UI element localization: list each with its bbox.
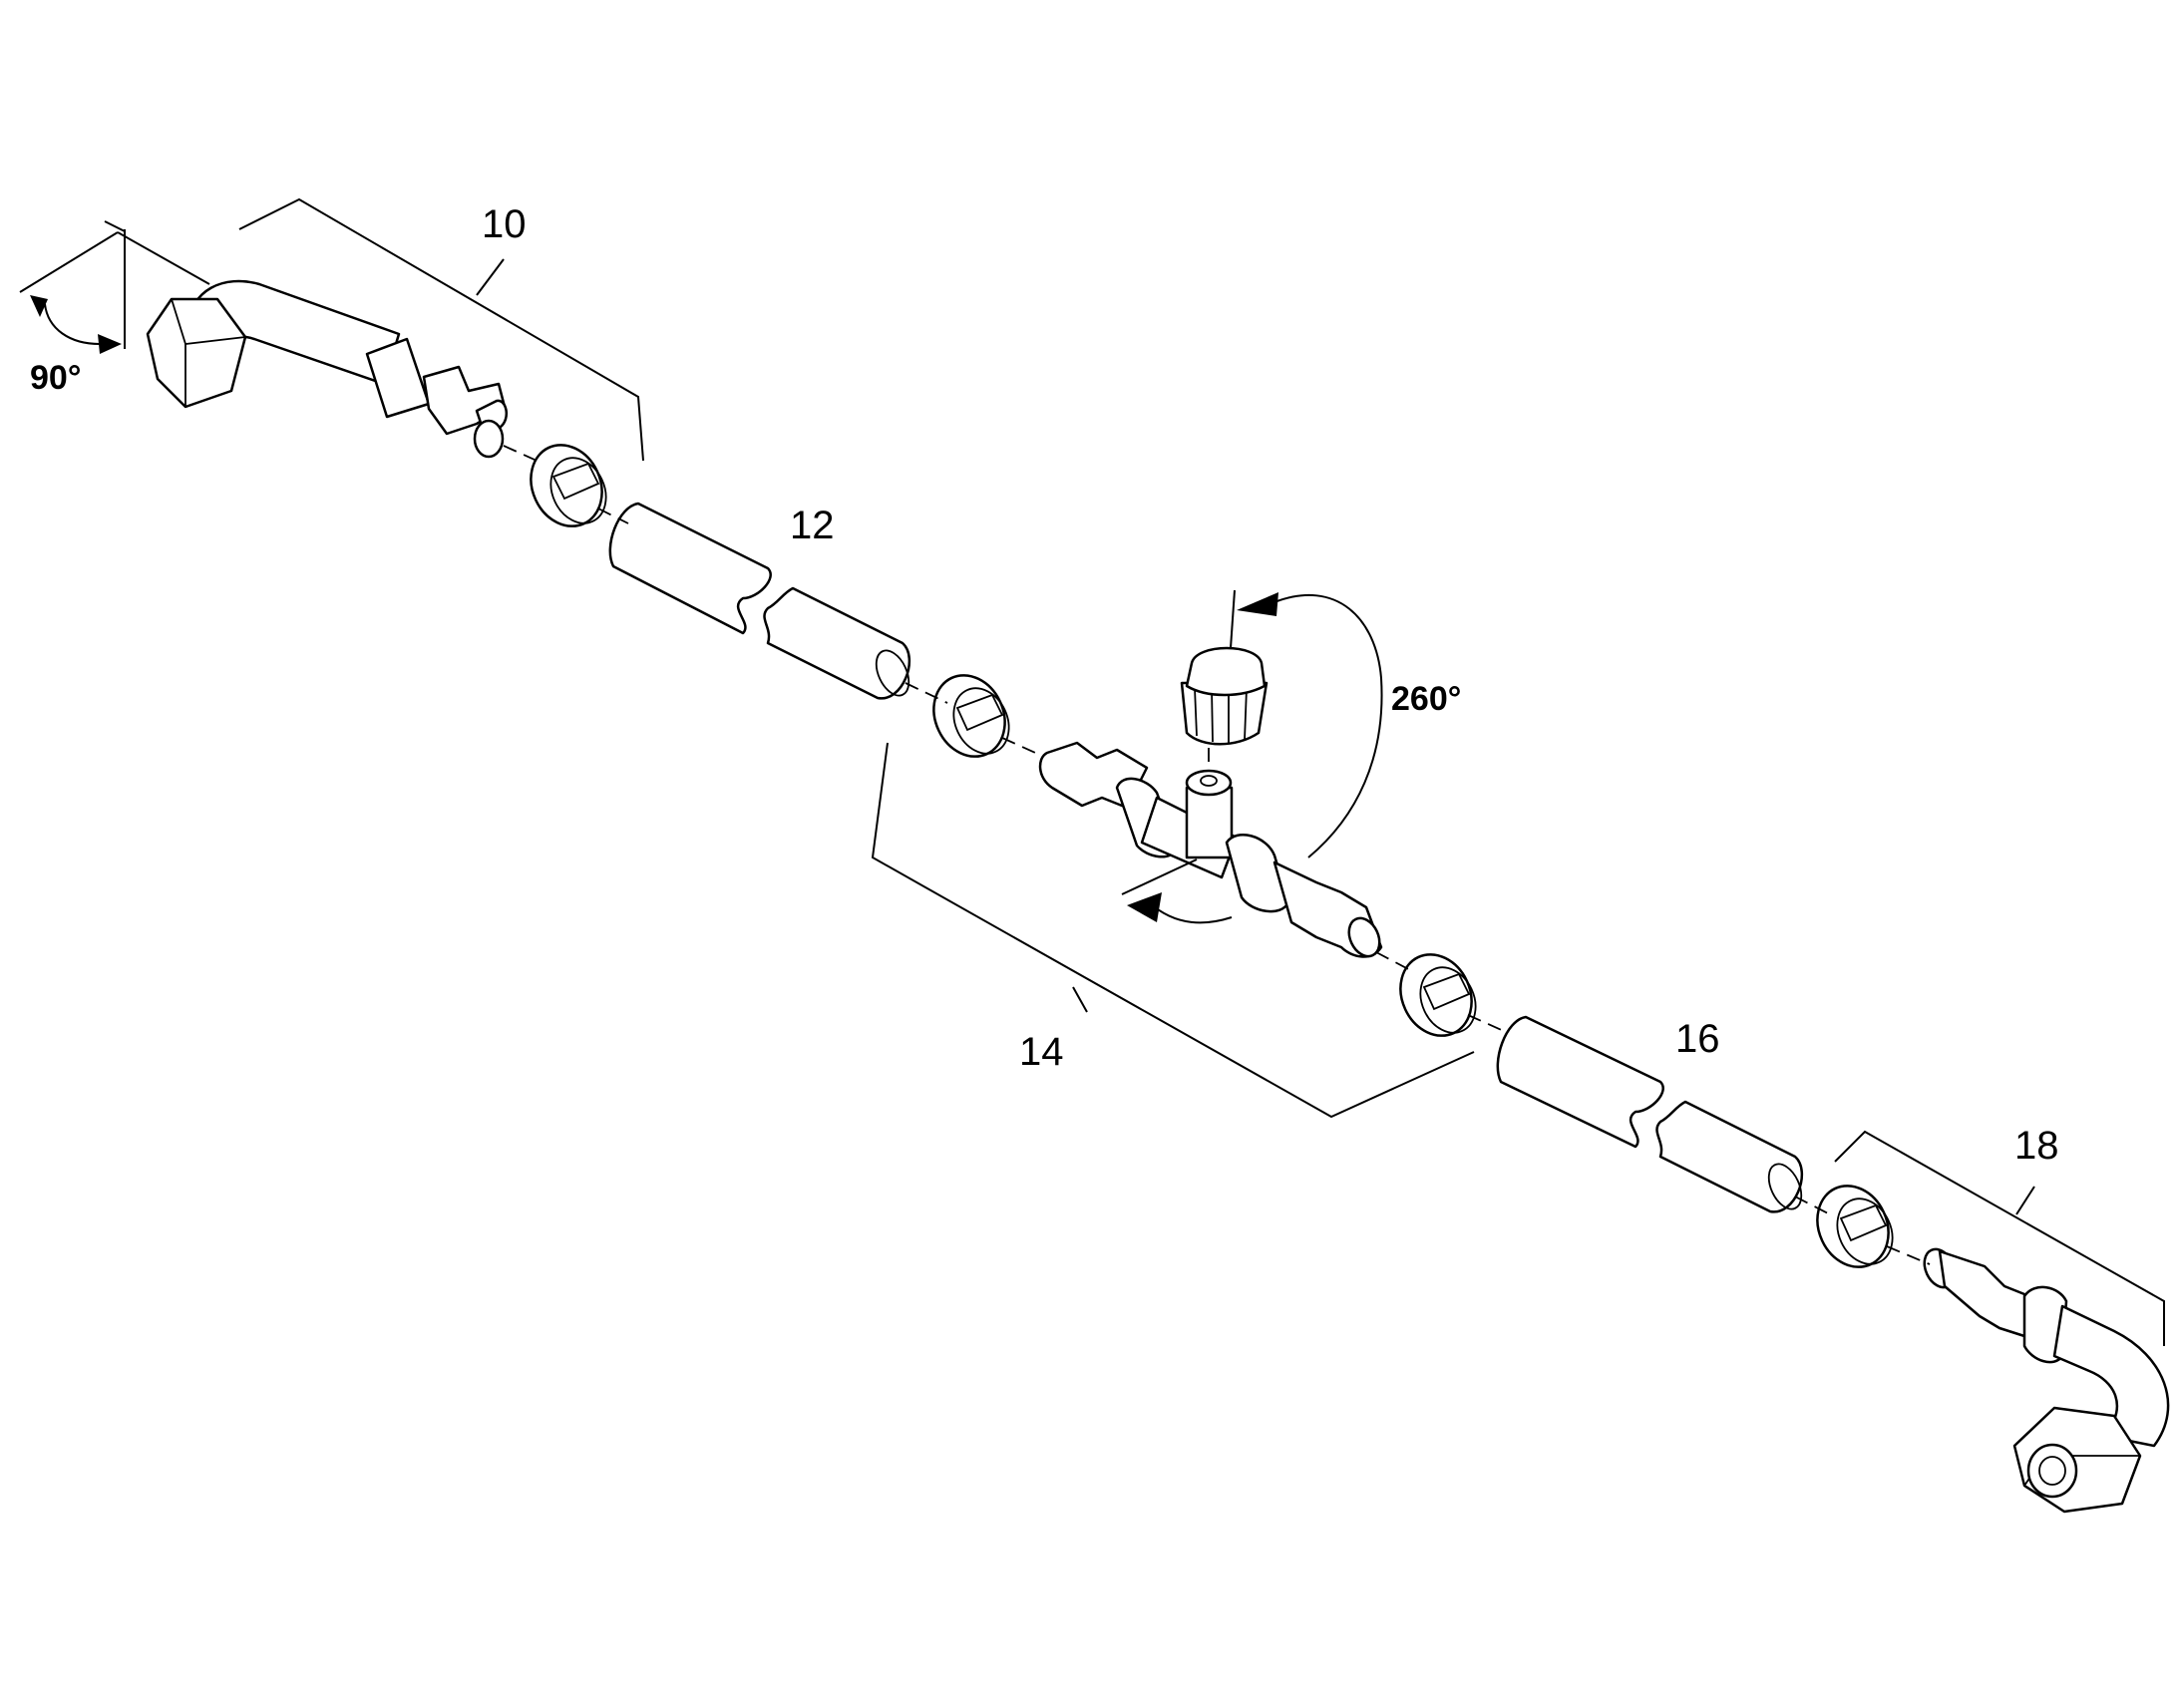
part-10-elbow-fitting	[146, 279, 509, 459]
label-part-14: 14	[1019, 1030, 1064, 1074]
part-14-tee-fitting	[1038, 741, 1383, 958]
rotation-indicator-260	[1121, 589, 1383, 924]
leader-part-18	[2015, 1186, 2035, 1215]
bracket-part-14	[871, 742, 1475, 1119]
centerline-5	[1375, 951, 1415, 973]
label-part-12: 12	[790, 504, 835, 547]
part-12-hose-segment	[608, 502, 911, 700]
centerline-7	[1794, 1196, 1831, 1215]
centerline-2	[597, 508, 629, 524]
centerline-3	[905, 682, 948, 704]
label-part-16: 16	[1675, 1017, 1720, 1061]
centerline-8	[1886, 1245, 1931, 1265]
valve-cap	[1180, 646, 1269, 746]
hose-clamp-1	[530, 444, 607, 527]
part-16-hose-segment	[1496, 1015, 1804, 1213]
label-angle-260: 260°	[1391, 680, 1461, 718]
label-part-10: 10	[482, 202, 527, 246]
bracket-part-10	[238, 197, 644, 462]
part-18-elbow-fitting	[1923, 1247, 2170, 1514]
angle-indicator-90	[19, 220, 210, 354]
leader-part-14	[1072, 986, 1088, 1013]
hose-clamp-3	[1399, 953, 1477, 1037]
hose-clamp-2	[932, 674, 1010, 758]
hose-clamp-4	[1816, 1185, 1894, 1268]
leader-part-10	[476, 258, 505, 296]
label-part-18: 18	[2014, 1124, 2059, 1168]
centerline-1	[503, 445, 545, 465]
label-angle-90: 90°	[30, 359, 81, 397]
centerline-6	[1467, 1014, 1507, 1033]
bracket-part-18	[1834, 1130, 2165, 1346]
centerline-4	[1001, 737, 1043, 757]
